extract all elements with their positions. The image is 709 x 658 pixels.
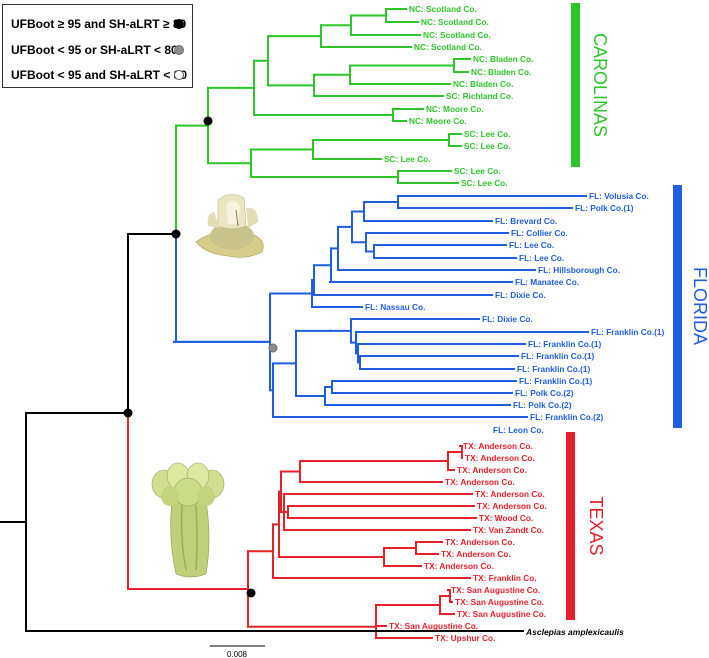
tip-label: FL: Nassau Co. [365, 302, 425, 312]
legend-black-dot-icon [174, 19, 184, 29]
support-legend: UFBoot ≥ 95 and SH-aLRT ≥ 80 UFBoot < 95… [2, 4, 193, 88]
carolinas-clade-label: CAROLINAS [590, 33, 610, 137]
tip-label: TX: Anderson Co. [445, 477, 515, 487]
tip-label: TX: Anderson Co. [457, 465, 527, 475]
tip-label: NC: Scotland Co. [414, 42, 482, 52]
texas-flower-photo [152, 463, 224, 577]
tip-label: TX: Anderson Co. [463, 441, 533, 451]
legend-white-dot-icon [174, 70, 184, 80]
tip-label: NC: Bladen Co. [473, 54, 533, 64]
tip-label: FL: Franklin Co.(1) [519, 376, 593, 386]
tip-label: FL: Polk Co.(2) [515, 388, 574, 398]
strong-support-node [124, 409, 132, 417]
outgroup-label: Asclepias amplexicaulis [525, 627, 624, 637]
tip-label: FL: Dixie Co. [495, 290, 546, 300]
tip-label: FL: Brevard Co. [495, 216, 557, 226]
florida-bar [673, 185, 682, 428]
carolinas-bar [571, 3, 580, 167]
tip-label: SC: Lee Co. [454, 166, 501, 176]
texas-clade-label: TEXAS [586, 496, 606, 555]
tip-label: NC: Moore Co. [409, 116, 467, 126]
tip-label: TX: San Augustine Co. [457, 609, 546, 619]
tip-label: FL: Polk Co.(2) [513, 400, 572, 410]
tip-label: TX: Anderson Co. [441, 549, 511, 559]
tip-label: FL: Franklin Co.(1) [517, 364, 591, 374]
tip-label: NC: Bladen Co. [453, 79, 513, 89]
tip-label: FL: Volusia Co. [589, 191, 649, 201]
tip-label: FL: Collier Co. [511, 228, 568, 238]
clade-bars [566, 3, 682, 620]
tip-label: FL: Manatee Co. [515, 277, 579, 287]
legend-strong-support: UFBoot ≥ 95 and SH-aLRT ≥ 80 [11, 17, 186, 31]
tip-label: FL: Lee Co. [519, 253, 564, 263]
texas-bar [566, 432, 575, 620]
tip-label: TX: Anderson Co. [465, 453, 535, 463]
tip-label: SC: Lee Co. [464, 129, 511, 139]
tip-label: NC: Scotland Co. [409, 4, 477, 14]
tip-label: FL: Hillsborough Co. [538, 265, 620, 275]
tip-label: FL: Dixie Co. [482, 314, 533, 324]
tip-label: TX: Van Zandt Co. [473, 525, 544, 535]
tip-label: FL: Franklin Co.(1) [591, 327, 665, 337]
tip-label: FL: Polk Co.(1) [575, 203, 634, 213]
scale-bar-label: 0.008 [227, 650, 248, 658]
tip-label: TX: Upshur Co. [435, 633, 495, 643]
tip-label: TX: Anderson Co. [477, 501, 547, 511]
tip-label: SC: Richland Co. [446, 91, 513, 101]
legend-gray-dot-icon [174, 45, 184, 55]
legend-partial-support: UFBoot < 95 or SH-aLRT < 80 [11, 43, 178, 57]
tip-label: NC: Scotland Co. [423, 30, 491, 40]
tip-label: TX: Anderson Co. [424, 561, 494, 571]
tip-label: FL: Franklin Co.(1) [521, 351, 595, 361]
tip-label: FL: Franklin Co.(2) [530, 412, 604, 422]
tip-label: FL: Franklin Co.(1) [528, 339, 602, 349]
tip-label: TX: Wood Co. [479, 513, 533, 523]
legend-weak-support: UFBoot < 95 and SH-aLRT < 80 [11, 68, 187, 82]
strong-support-node [172, 230, 180, 238]
tip-label: NC: Scotland Co. [421, 17, 489, 27]
tip-label: SC: Lee Co. [464, 141, 511, 151]
weak-support-node [269, 344, 277, 352]
florida-flower-photo [196, 194, 263, 257]
tip-label: TX: San Augustine Co. [451, 585, 540, 595]
tip-label: TX: Anderson Co. [475, 489, 545, 499]
flower-photos [152, 194, 263, 577]
tip-label: TX: Franklin Co. [473, 573, 537, 583]
strong-support-node [247, 589, 255, 597]
tip-label: FL: Leon Co. [493, 425, 544, 435]
tip-label: TX: San Augustine Co. [389, 621, 478, 631]
strong-support-node [204, 117, 212, 125]
tip-label: FL: Lee Co. [509, 240, 554, 250]
tip-label: NC: Bladen Co. [471, 67, 531, 77]
tip-label: NC: Moore Co. [426, 104, 484, 114]
tip-label: TX: San Augustine Co. [455, 597, 544, 607]
tip-label: TX: Anderson Co. [445, 537, 515, 547]
tip-label: SC: Lee Co. [461, 178, 508, 188]
scale-bar: 0.008 [210, 646, 265, 658]
florida-clade-label: FLORIDA [690, 267, 709, 345]
tip-label: SC: Lee Co. [384, 154, 431, 164]
